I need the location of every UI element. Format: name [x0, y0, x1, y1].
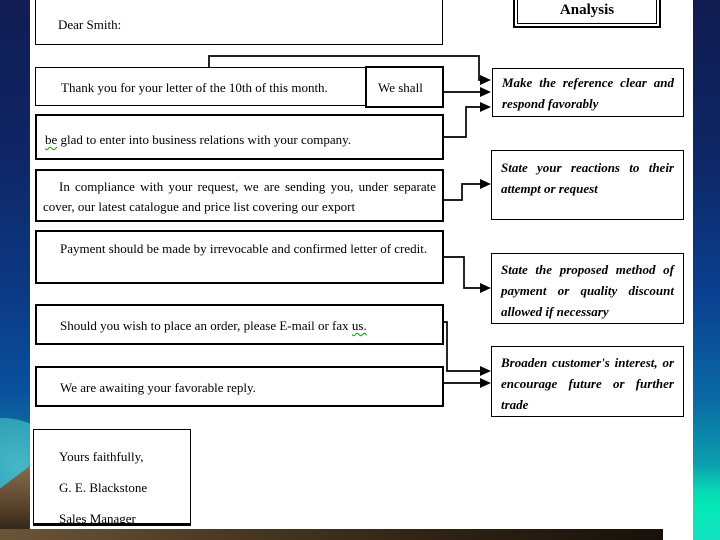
thank-you-box: Thank you for your letter of the 10th of…	[35, 67, 366, 106]
bottom-brown-strip	[0, 529, 663, 540]
compliance-text: In compliance with your request, we are …	[43, 179, 436, 214]
analysis-note-1-text: Make the reference clear and respond fav…	[502, 75, 674, 111]
arrowhead-icon	[480, 102, 491, 112]
compliance-box: In compliance with your request, we are …	[35, 169, 444, 222]
signature-box: Yours faithfully, G. E. Blackstone Sales…	[33, 429, 191, 526]
we-shall-text: We shall	[378, 80, 423, 95]
signer-name: G. E. Blackstone	[59, 480, 148, 495]
be-glad-text: glad to enter into business relations wi…	[57, 132, 352, 147]
analysis-note-4-text: Broaden customer's interest, or encourag…	[501, 355, 674, 412]
arrowhead-icon	[480, 75, 491, 85]
left-gradient-band	[0, 0, 30, 540]
connector-order	[443, 321, 481, 372]
arrowhead-icon	[480, 283, 491, 293]
connector-payment	[443, 256, 481, 289]
arrowhead-icon	[480, 378, 491, 388]
analysis-note-2: State your reactions to their attempt or…	[491, 150, 684, 220]
thank-you-text: Thank you for your letter of the 10th of…	[61, 80, 328, 95]
payment-text: Payment should be made by irrevocable an…	[60, 241, 428, 256]
signer-title: Sales Manager	[59, 511, 136, 526]
analysis-note-3: State the proposed method of payment or …	[491, 253, 684, 324]
arrowhead-icon	[480, 87, 491, 97]
right-gradient-band	[693, 0, 720, 540]
analysis-note-3-text: State the proposed method of payment or …	[501, 262, 674, 319]
be-glad-box: be glad to enter into business relations…	[35, 114, 444, 160]
be-glad-misspelled-word: be	[45, 132, 58, 147]
analysis-title: Analysis	[559, 2, 615, 18]
payment-box: Payment should be made by irrevocable an…	[35, 230, 444, 284]
salutation-text: Dear Smith:	[58, 17, 122, 32]
connector-be-glad	[443, 106, 481, 138]
order-text: Should you wish to place an order, pleas…	[60, 318, 352, 333]
arrowhead-icon	[480, 366, 491, 376]
connector-compliance	[443, 183, 481, 201]
analysis-note-1: Make the reference clear and respond fav…	[492, 68, 684, 117]
analysis-title-box: Analysis	[513, 0, 661, 28]
closing-text: Yours faithfully,	[59, 449, 144, 464]
salutation-box: Dear Smith:	[35, 0, 443, 45]
arrowhead-icon	[480, 179, 491, 189]
order-misspelled-word: us.	[351, 318, 367, 333]
analysis-note-2-text: State your reactions to their attempt or…	[501, 160, 674, 196]
order-box: Should you wish to place an order, pleas…	[35, 304, 444, 345]
awaiting-text: We are awaiting your favorable reply.	[60, 380, 256, 395]
we-shall-box: We shall	[365, 66, 444, 108]
awaiting-box: We are awaiting your favorable reply.	[35, 366, 444, 407]
analysis-note-4: Broaden customer's interest, or encourag…	[491, 346, 684, 417]
